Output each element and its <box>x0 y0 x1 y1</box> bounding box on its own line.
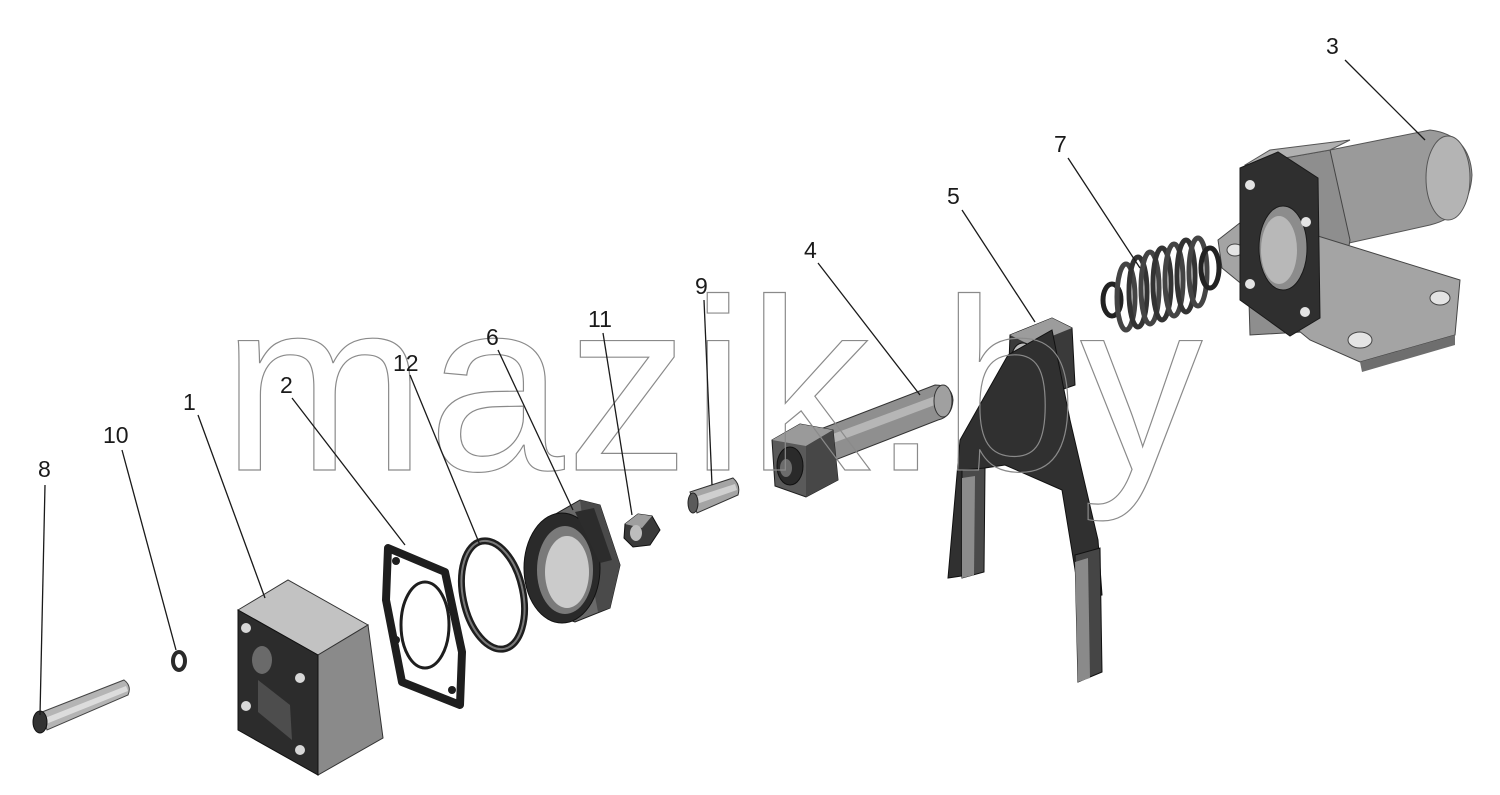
callout-11: 11 <box>588 306 612 332</box>
callout-12: 12 <box>393 350 419 376</box>
leader-3 <box>1344 59 1426 141</box>
leader-lines <box>39 59 1426 716</box>
leader-1 <box>197 414 266 599</box>
leader-12 <box>409 374 481 546</box>
leader-6 <box>497 349 574 511</box>
part-9-pin <box>687 477 740 514</box>
leader-11 <box>602 332 633 516</box>
watermark-text: mazik.by <box>222 248 1205 522</box>
callout-7: 7 <box>1054 131 1067 157</box>
part-2-gasket <box>382 544 466 709</box>
part-4-shaft <box>771 384 954 498</box>
part-7-spring <box>1100 235 1222 333</box>
leader-8 <box>39 484 46 716</box>
callout-1: 1 <box>183 389 196 415</box>
callout-10: 10 <box>103 422 129 448</box>
part-12-o-ring <box>458 537 528 653</box>
part-10-washer <box>171 650 187 672</box>
callout-8: 8 <box>38 456 51 482</box>
callout-3: 3 <box>1326 33 1339 59</box>
part-6-piston <box>523 499 621 624</box>
callout-labels: 1 2 3 4 5 6 7 8 9 10 11 12 <box>38 33 1339 482</box>
leader-4 <box>817 262 921 396</box>
callout-6: 6 <box>486 324 499 350</box>
callout-9: 9 <box>695 273 708 299</box>
part-3-housing <box>1217 129 1473 372</box>
leader-9 <box>703 299 713 486</box>
leader-5 <box>961 209 1036 323</box>
callout-5: 5 <box>947 183 960 209</box>
part-11-nut <box>623 513 661 548</box>
callout-4: 4 <box>804 237 817 263</box>
part-8-bolt <box>32 679 130 734</box>
leader-10 <box>121 449 177 651</box>
part-5-fork <box>947 317 1103 683</box>
leader-2 <box>291 397 406 546</box>
callout-2: 2 <box>280 372 293 398</box>
leader-7 <box>1067 157 1141 269</box>
part-1-cover <box>237 579 384 776</box>
